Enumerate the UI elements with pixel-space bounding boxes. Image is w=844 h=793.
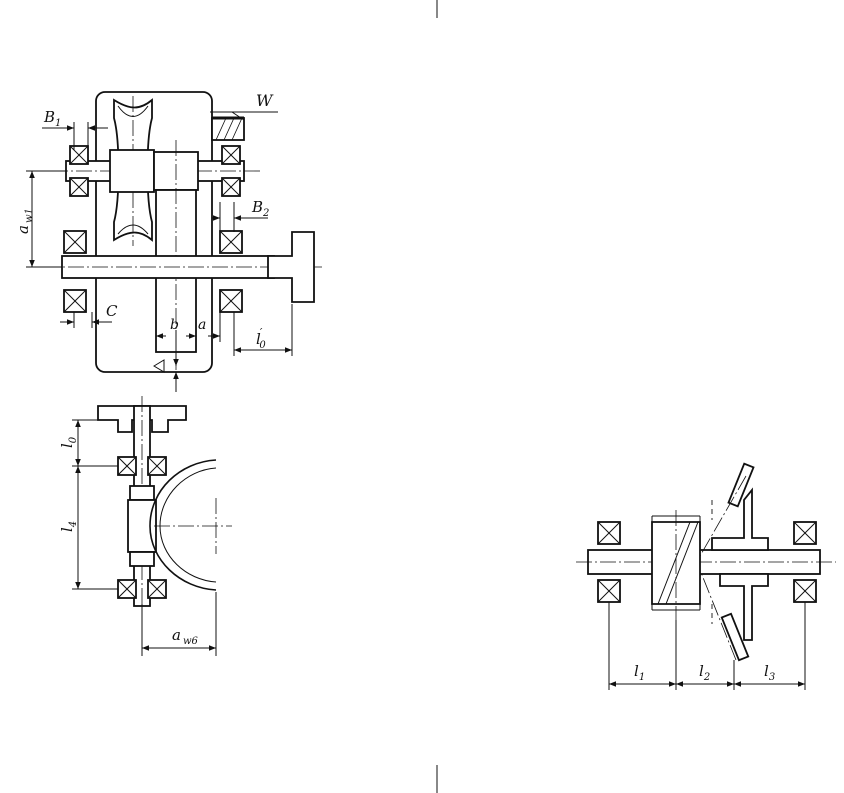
bearing-bevel-right-bottom (793, 579, 817, 603)
label-l0-prime: l′0 (256, 326, 266, 351)
label-l4: l4 (58, 521, 79, 532)
worm-wheel-arc-outer (149, 459, 217, 591)
label-l1: l1 (634, 662, 645, 683)
bearing-bevel-left-bottom (597, 579, 621, 603)
label-l2: l2 (699, 662, 710, 683)
bearing-upper-right (221, 145, 241, 165)
bearing-worm-bottom-right (147, 579, 167, 599)
bearing-lower-left-top (63, 230, 87, 254)
bearing-bevel-right-top (793, 521, 817, 545)
bearing-worm-top-left (117, 456, 137, 476)
gearbox-top-view: B1 W aw1 B2 C b a (14, 91, 322, 392)
bearing-worm-top-right (147, 456, 167, 476)
label-b: b (170, 317, 179, 333)
label-l0: l0 (58, 436, 79, 448)
bearing-upper-left-2 (69, 177, 89, 197)
bearing-bevel-left-top (597, 521, 621, 545)
worm (127, 499, 157, 553)
label-w: W (256, 91, 274, 110)
bevel-gear-shaft-view: l1 l2 l3 (576, 462, 836, 690)
bearing-lower-left-bottom (63, 289, 87, 313)
label-aw1: aw1 (14, 208, 35, 234)
bearing-upper-right-2 (221, 177, 241, 197)
bevel-gear-tooth-bottom (720, 612, 750, 662)
bearing-lower-right-top (219, 230, 243, 254)
bearing-worm-bottom-left (117, 579, 137, 599)
label-c: C (106, 302, 118, 320)
label-b1: B1 (43, 108, 61, 129)
label-l3: l3 (764, 662, 775, 683)
coupling-flange (267, 231, 315, 303)
housing-hatch-w (211, 116, 245, 141)
bearing-lower-right-bottom (219, 289, 243, 313)
bearing-upper-left (69, 145, 89, 165)
label-b2: B2 (251, 198, 269, 219)
label-a: a (198, 317, 206, 333)
delta-marker (153, 359, 165, 373)
wheel-hub (109, 149, 155, 193)
